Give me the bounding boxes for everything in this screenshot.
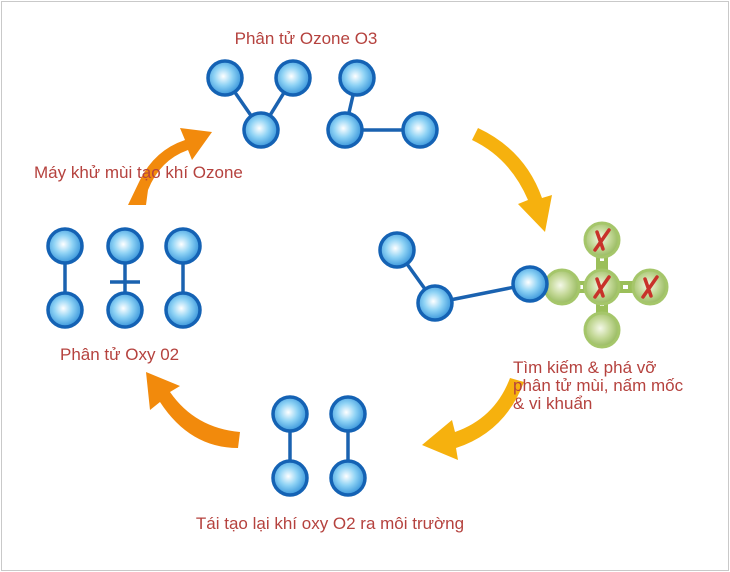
oxygen-atoms xyxy=(46,59,549,497)
arrow-machine-to-ozone xyxy=(128,128,212,205)
label-machine: Máy khử mùi tạo khí Ozone xyxy=(34,163,243,182)
label-ozone: Phân tử Ozone O3 xyxy=(235,29,378,48)
cross-mark-icon xyxy=(593,228,659,299)
label-destroy-line1: Tìm kiếm & phá vỡ xyxy=(513,358,656,377)
arrow-ozone-to-odor xyxy=(472,128,552,232)
label-destroy-line3: & vi khuẩn xyxy=(513,394,592,413)
label-destroy-line2: phân tử mùi, nấm mốc xyxy=(513,376,684,395)
arrow-regenerate-to-oxygen xyxy=(146,372,240,448)
label-oxygen: Phân tử Oxy 02 xyxy=(60,345,179,364)
label-regenerate: Tái tạo lại khí oxy O2 ra môi trường xyxy=(196,514,464,533)
arrow-odor-to-regenerate xyxy=(422,378,524,460)
